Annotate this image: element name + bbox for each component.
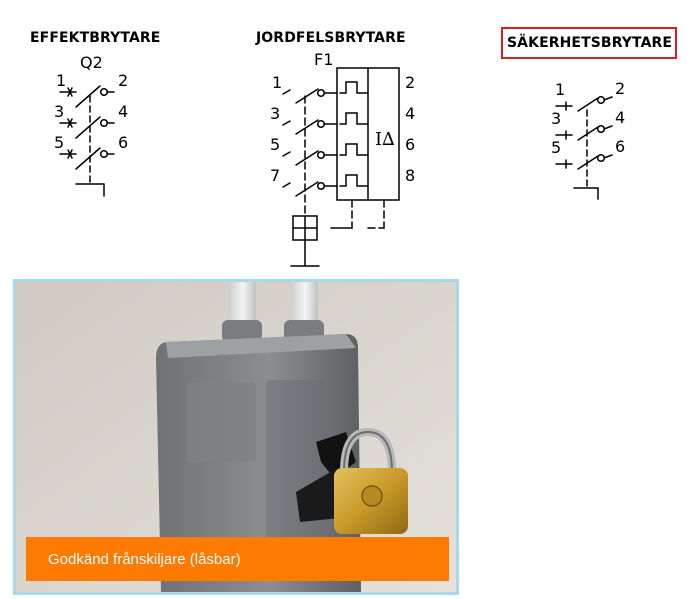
sakerhetsbrytare-terminal-3: 3 xyxy=(551,109,561,128)
jordfelsbrytare-terminal-1: 1 xyxy=(272,73,282,92)
effektbrytare-designation: Q2 xyxy=(80,53,103,72)
effektbrytare-terminal-6: 6 xyxy=(118,133,128,152)
effektbrytare-terminal-3: 3 xyxy=(54,102,64,121)
sakerhetsbrytare-terminal-1: 1 xyxy=(555,80,565,99)
sakerhetsbrytare-title: SÄKERHETSBRYTARE xyxy=(507,35,673,51)
schematic-symbols: Q2 F1 xyxy=(54,50,625,267)
jordfelsbrytare-terminal-5: 5 xyxy=(270,135,280,154)
jordfelsbrytare-terminal-2: 2 xyxy=(405,73,415,92)
sakerhetsbrytare-terminal-5: 5 xyxy=(551,138,561,157)
sakerhetsbrytare-symbol xyxy=(555,95,613,200)
jordfelsbrytare-terminal-4: 4 xyxy=(405,104,415,123)
residual-current-symbol: I∆ xyxy=(375,129,395,150)
photo-caption-bar: Godkänd frånskiljare (låsbar) xyxy=(26,537,449,581)
sakerhetsbrytare-terminal-2: 2 xyxy=(615,79,625,98)
jordfelsbrytare-title: JORDFELSBRYTARE xyxy=(256,30,406,46)
sakerhetsbrytare-terminal-6: 6 xyxy=(615,137,625,156)
jordfelsbrytare-terminal-3: 3 xyxy=(270,104,280,123)
jordfelsbrytare-designation: F1 xyxy=(314,50,333,69)
jordfelsbrytare-symbol: F1 xyxy=(282,50,400,267)
sakerhetsbrytare-highlight-box xyxy=(501,27,677,59)
effektbrytare-terminal-5: 5 xyxy=(54,133,64,152)
jordfelsbrytare-terminal-8: 8 xyxy=(405,166,415,185)
effektbrytare-terminal-1: 1 xyxy=(56,71,66,90)
effektbrytare-terminal-4: 4 xyxy=(118,102,128,121)
effektbrytare-title: EFFEKTBRYTARE xyxy=(30,30,161,46)
effektbrytare-symbol: Q2 xyxy=(59,53,115,197)
disconnector-photo: Godkänd frånskiljare (låsbar) xyxy=(13,279,459,595)
sakerhetsbrytare-terminal-4: 4 xyxy=(615,108,625,127)
jordfelsbrytare-terminal-7: 7 xyxy=(270,166,280,185)
effektbrytare-terminal-2: 2 xyxy=(118,71,128,90)
jordfelsbrytare-terminal-6: 6 xyxy=(405,135,415,154)
photo-caption: Godkänd frånskiljare (låsbar) xyxy=(48,550,241,568)
